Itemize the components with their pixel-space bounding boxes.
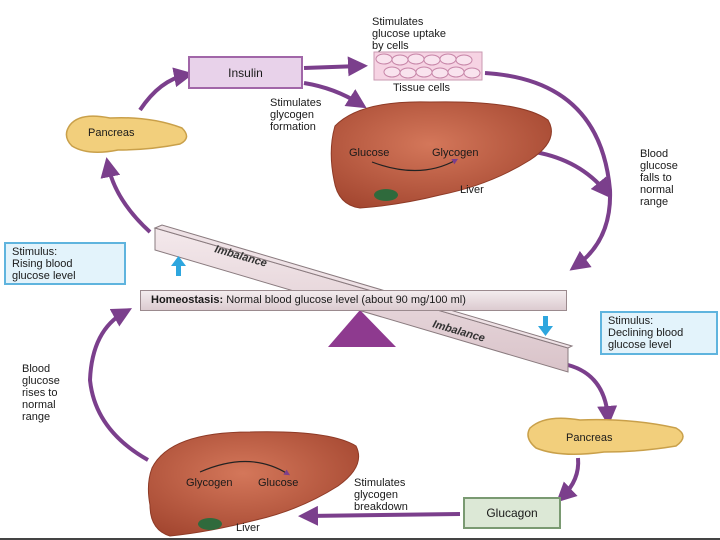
arrow-liver-to-rises [87, 308, 149, 462]
liver-bottom-cycle-arrow [199, 460, 291, 476]
stimulus-rising-box: Stimulus: Rising blood glucose level [4, 242, 126, 285]
stimulus-declining-box: Stimulus: Declining blood glucose level [600, 311, 718, 355]
blood-rises-label: Blood glucose rises to normal range [22, 363, 60, 423]
insulin-box: Insulin [188, 56, 303, 89]
gallbladder-top [374, 189, 398, 201]
homeostasis-text: Normal blood glucose level (about 90 mg/… [223, 294, 466, 306]
bottom-divider [0, 538, 720, 540]
arrow-tissue-to-normal [484, 71, 613, 271]
arrow-pancreas-to-insulin [138, 67, 194, 112]
glucagon-label: Glucagon [486, 506, 538, 520]
gallbladder-bottom [198, 518, 222, 530]
arrow-pancreas-to-glucagon [556, 457, 581, 503]
homeostasis-title: Homeostasis: [151, 294, 224, 306]
tissue-cells-image [373, 51, 483, 81]
arrow-insulin-to-tissue [303, 56, 368, 77]
tissue-cells-label: Tissue cells [393, 82, 451, 94]
pancreas-top-image [65, 115, 188, 153]
arrow-imbalance-to-pancreas-top [100, 157, 152, 234]
glycogen-bottom-label: Glycogen [186, 477, 233, 489]
glycogen-top-label: Glycogen [432, 147, 479, 159]
blood-falls-label: Blood glucose falls to normal range [640, 148, 678, 208]
glucagon-box: Glucagon [463, 497, 561, 529]
stimulates-uptake-label: Stimulates glucose uptake by cells [372, 16, 446, 52]
arrow-liver-to-normal [534, 150, 612, 199]
liver-bottom-image [147, 431, 360, 537]
insulin-label: Insulin [228, 65, 263, 80]
stimulus-up-arrow [171, 256, 186, 276]
homeostasis-bar: Homeostasis: Normal blood glucose level … [140, 290, 567, 311]
glucose-top-label: Glucose [349, 147, 390, 159]
liver-top-image [330, 101, 552, 209]
pancreas-bottom-label: Pancreas [566, 432, 613, 444]
arrow-glucagon-to-liver [298, 505, 461, 526]
liver-top-cycle-arrow [371, 158, 459, 172]
arrow-insulin-to-liver [303, 81, 367, 109]
pancreas-bottom-image [527, 417, 684, 455]
pancreas-top-label: Pancreas [88, 127, 135, 139]
glucose-bottom-label: Glucose [258, 477, 299, 489]
stimulus-down-arrow [538, 316, 553, 336]
liver-bottom-label: Liver [236, 522, 260, 534]
stimulates-formation-label: Stimulates glycogen formation [270, 97, 322, 133]
arrow-imbalance-to-pancreas-bottom [567, 363, 618, 426]
seesaw-fulcrum [328, 310, 396, 347]
liver-top-label: Liver [460, 184, 484, 196]
stimulates-breakdown-label: Stimulates glycogen breakdown [354, 477, 408, 513]
